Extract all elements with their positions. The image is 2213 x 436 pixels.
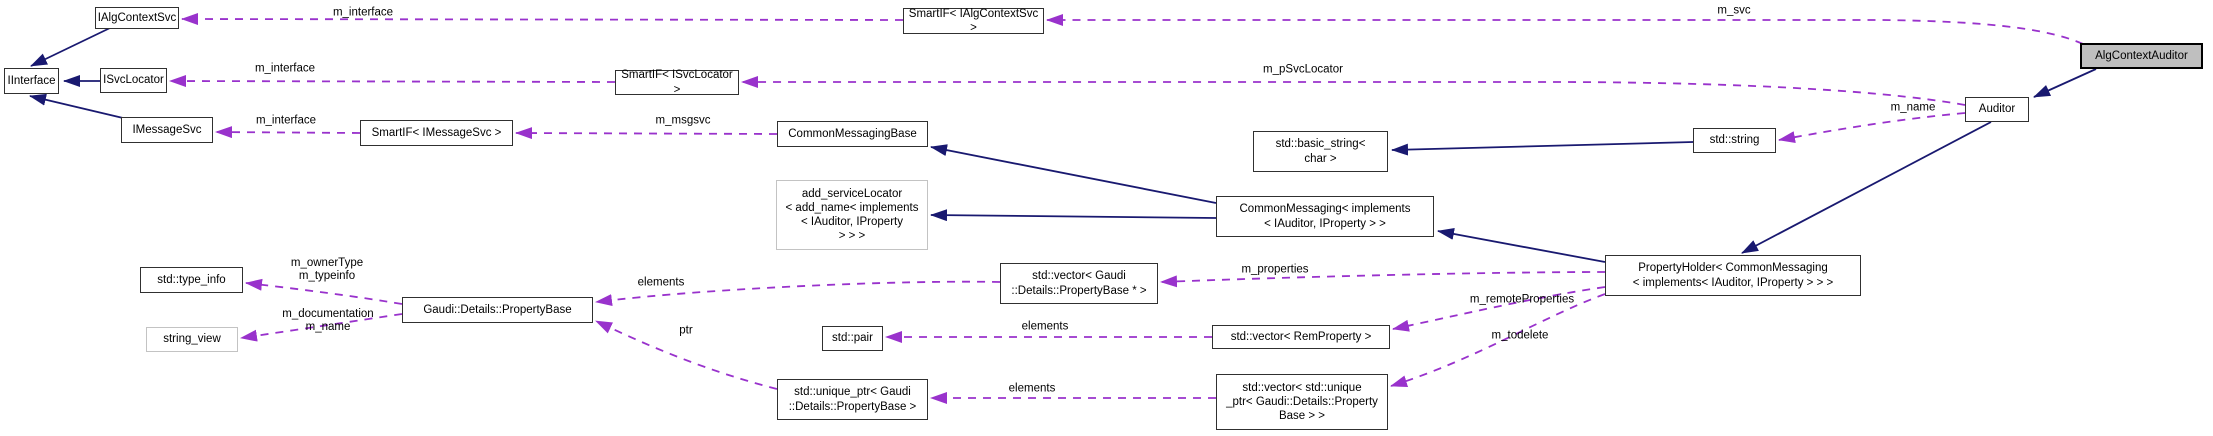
node-string-view: string_view [146, 327, 238, 352]
edge-inherit-commonmessaging-commonmessagingbase [930, 144, 1217, 204]
edge-usage-ownertype-typeinfo [245, 278, 403, 305]
node-vector-remproperty[interactable]: std::vector< RemProperty > [1212, 325, 1390, 349]
node-smartif-ialgcontextsvc[interactable]: SmartIF< IAlgContextSvc > [903, 8, 1044, 34]
edge-inherit-auditor-propertyholder [1741, 121, 1992, 254]
node-vector-unique-ptr[interactable]: std::vector< std::unique _ptr< Gaudi::De… [1216, 374, 1388, 430]
node-smartif-isvclocator[interactable]: SmartIF< ISvcLocator > [615, 69, 739, 96]
edge-usage-elements-properties [595, 280, 1001, 307]
edge-usage-mremoteproperties [1392, 286, 1606, 332]
edge-usage-smartif-ialgcontextsvc [181, 13, 904, 26]
edge-inherit-ialgcontextsvc-iinterface [30, 27, 111, 67]
edge-usage-mpsvclocator [741, 76, 1966, 106]
node-iinterface[interactable]: IInterface [4, 68, 59, 94]
node-auditor[interactable]: Auditor [1965, 97, 2029, 122]
node-propertybase[interactable]: Gaudi::Details::PropertyBase [402, 297, 593, 323]
edge-usage-mmsgsvc [515, 127, 778, 140]
node-unique-ptr-propertybase[interactable]: std::unique_ptr< Gaudi ::Details::Proper… [777, 379, 928, 420]
node-commonmessagingbase[interactable]: CommonMessagingBase [777, 121, 928, 147]
node-smartif-imessagesvc[interactable]: SmartIF< IMessageSvc > [360, 120, 513, 146]
edge-inherit-commonmessaging-addservicelocator [930, 209, 1217, 222]
edge-inherit-imessagesvc-iinterface [29, 93, 124, 119]
edge-inherit-propertyholder-commonmessaging [1437, 228, 1606, 263]
node-std-type-info[interactable]: std::type_info [140, 267, 243, 293]
edge-usage-mname-auditor [1778, 112, 1966, 144]
node-commonmessaging[interactable]: CommonMessaging< implements < IAuditor, … [1216, 196, 1434, 237]
node-isvclocator[interactable]: ISvcLocator [100, 68, 167, 93]
node-algcontextauditor: AlgContextAuditor [2080, 43, 2203, 69]
edge-usage-msvc [1046, 14, 2084, 45]
node-imessagesvc[interactable]: IMessageSvc [121, 117, 213, 143]
node-vector-propertybase-ptr[interactable]: std::vector< Gaudi ::Details::PropertyBa… [1000, 263, 1158, 304]
node-std-basic-string[interactable]: std::basic_string< char > [1253, 131, 1388, 172]
node-add-servicelocator: add_serviceLocator < add_name< implement… [776, 180, 928, 250]
node-ialgcontextsvc[interactable]: IAlgContextSvc [95, 7, 179, 29]
node-propertyholder[interactable]: PropertyHolder< CommonMessaging < implem… [1605, 255, 1861, 296]
edge-usage-smartif-imessagesvc [215, 126, 361, 139]
edge-usage-mtodelete [1390, 293, 1606, 387]
node-std-string[interactable]: std::string [1693, 128, 1776, 153]
edge-inherit-stdstring-basicstring [1391, 141, 1694, 156]
node-std-pair[interactable]: std::pair [822, 326, 883, 351]
edge-inherit-algcontextauditor-auditor [2033, 68, 2097, 98]
edge-usage-smartif-isvclocator [169, 75, 616, 88]
edge-usage-documentation-name [240, 313, 403, 342]
edge-usage-mproperties [1160, 271, 1606, 288]
edge-usage-ptr [595, 320, 778, 390]
